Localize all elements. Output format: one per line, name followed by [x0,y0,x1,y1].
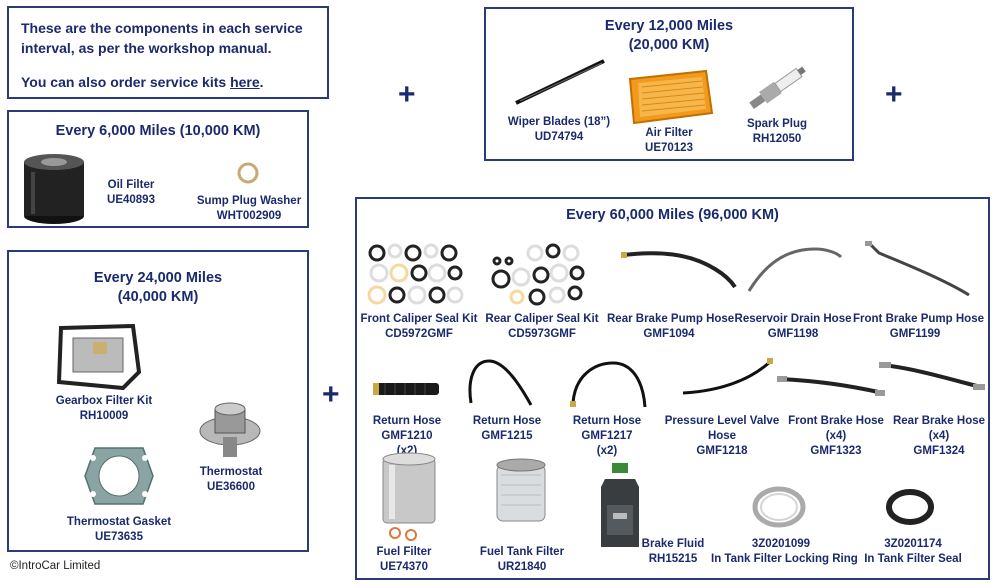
thermostat-icon [199,402,261,457]
gasket-icon [84,447,154,505]
locking-ring-icon [752,486,806,528]
plus-sign: + [885,78,903,111]
item-label: Wiper Blades (18”)UD74794 [507,116,611,143]
hose-icon [468,359,533,406]
hose-icon [682,358,773,395]
hose-icon [777,376,885,396]
washer-icon [237,162,259,184]
intro-box: These are the components in each service… [7,6,329,99]
hose-icon [879,362,985,390]
interval-title: Every 60,000 Miles (96,000 KM) [566,207,779,223]
plus-sign: + [322,378,340,411]
hose-icon [373,383,439,395]
plus-sign: + [398,78,416,111]
service-kits-link[interactable]: here [230,74,260,90]
filter-seal-icon [886,489,934,525]
interval-60000-box: Every 60,000 Miles (96,000 KM) Front Cal… [355,197,990,580]
item-label: Rear Brake Hose(x4)GMF1324 [892,415,986,457]
oil-filter-icon [24,154,84,224]
interval-24000-box: Every 24,000 Miles(40,000 KM) Gearbox Fi… [7,250,309,552]
copyright: ©IntroCar Limited [10,560,101,572]
hose-icon [747,247,843,292]
fuel-tank-filter-icon [496,458,546,522]
seal-kit-icon [367,243,464,305]
interval-title: Every 24,000 Miles(40,000 KM) [93,270,223,305]
interval-6000-box: Every 6,000 Miles (10,000 KM) Oil Filter… [7,110,309,228]
interval-title: Every 12,000 Miles(20,000 KM) [604,18,734,53]
brake-fluid-icon [601,463,639,547]
item-label: Front Brake Hose(x4)GMF1323 [788,415,884,457]
spark-plug-icon [749,66,806,110]
gearbox-filter-icon [56,323,142,391]
hose-icon [621,251,737,289]
hose-icon [865,241,970,297]
interval-title: Every 6,000 Miles (10,000 KM) [55,123,261,139]
intro-text: These are the components in each service… [21,20,303,90]
fuel-filter-icon [382,452,436,541]
interval-12000-box: Every 12,000 Miles(20,000 KM) Wiper Blad… [484,7,854,161]
air-filter-icon [628,69,714,125]
wiper-blade-icon [515,59,605,105]
hose-icon [570,361,647,408]
seal-kit-icon [491,243,585,306]
